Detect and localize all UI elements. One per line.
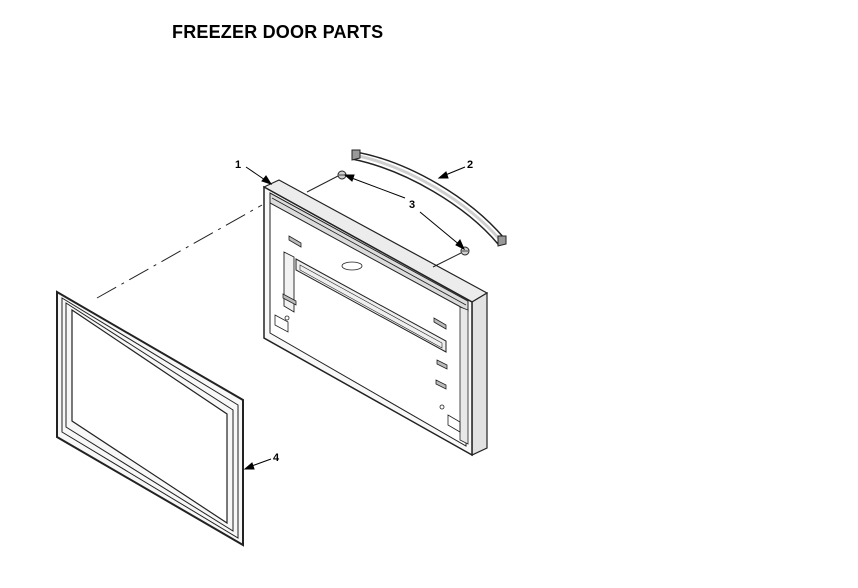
door-trim	[351, 149, 507, 247]
callout-1: 1	[235, 159, 241, 171]
page-title: FREEZER DOOR PARTS	[172, 22, 384, 42]
leader-lines	[243, 166, 466, 470]
screw-alignment-line-top	[306, 175, 339, 193]
callout-2: 2	[467, 159, 473, 171]
alignment-line	[96, 204, 263, 299]
callout-4: 4	[273, 452, 280, 464]
door-gasket	[56, 290, 244, 547]
callout-3: 3	[409, 199, 415, 211]
screw-top	[337, 170, 347, 180]
screw-alignment-line-bottom	[432, 252, 462, 268]
freezer-door-assembly	[262, 179, 489, 457]
